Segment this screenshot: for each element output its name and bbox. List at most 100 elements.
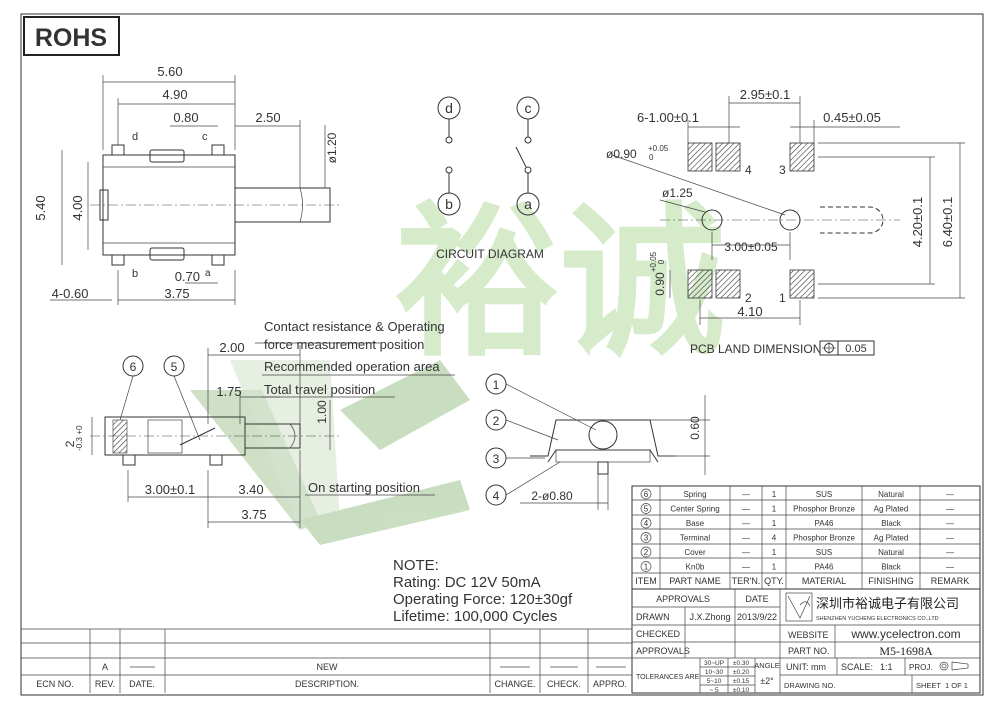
tb-sheet-val: 1 OF 1	[945, 681, 968, 690]
bom-cell-finishing: Black	[881, 519, 902, 528]
bom-cell-item: 1	[644, 563, 649, 572]
bom-item-circle	[640, 546, 652, 558]
callout-3: 3	[493, 452, 500, 466]
side-dim-375: 3.75	[241, 507, 266, 522]
section-dim-060: 0.60	[688, 416, 702, 440]
tb-proj: PROJ.	[909, 663, 933, 672]
pcb-dim-420: 4.20±0.1	[910, 197, 925, 248]
note-contact-1: Contact resistance & Operating	[264, 319, 445, 334]
sheet-border	[20, 13, 984, 696]
bom-item-circle	[640, 488, 652, 500]
bom-cell-material: PA46	[815, 519, 835, 528]
bom-cell-item: 2	[644, 548, 649, 557]
bom-header-row: ITEM PART NAME TER'N. QTY. MATERIAL FINI…	[635, 576, 969, 586]
side-view	[90, 342, 455, 528]
pad-4: 4	[745, 163, 752, 177]
side-dim-2-tol: +0	[75, 425, 84, 435]
bom-cell-name: Terminal	[680, 534, 710, 543]
dim-490: 4.90	[162, 87, 187, 102]
label-d: d	[132, 131, 138, 143]
bom-cell-remark: —	[946, 548, 954, 557]
tb-company-cn: 深圳市裕诚电子有限公司	[816, 596, 959, 612]
tb-unit: UNIT: mm	[786, 662, 826, 672]
bom-item-circle	[640, 561, 652, 572]
section-view	[485, 373, 710, 510]
bom-cell-name: Cover	[684, 548, 706, 557]
side-dim-175: 1.75	[216, 384, 241, 399]
note-recommended: Recommended operation area	[264, 359, 440, 374]
bom-item-circle	[640, 532, 652, 543]
bom-cell-material: PA46	[815, 563, 835, 572]
tb-website: www.ycelectron.com	[850, 627, 960, 641]
pcb-dim-6100: 6-1.00±0.1	[637, 110, 699, 125]
rev-h-ecn: ECN NO.	[36, 679, 74, 689]
circuit-a: a	[524, 196, 532, 212]
tb-scale: SCALE:	[841, 662, 873, 672]
dim-400: 4.00	[70, 195, 85, 220]
tb-tolerances: TOLERANCES ARE	[636, 674, 700, 681]
bom-cell-tern: —	[742, 505, 750, 514]
callout-6: 6	[130, 360, 137, 374]
side-dim-200: 2.00	[219, 340, 244, 355]
side-dim-2: 2	[63, 440, 77, 447]
bom-cell-qty: 1	[772, 548, 777, 557]
tb-sheet: SHEET	[916, 681, 941, 690]
bom-h-finishing: FINISHING	[868, 576, 914, 586]
dim-375: 3.75	[164, 286, 189, 301]
note-rating: Rating: DC 12V 50mA	[393, 574, 541, 591]
pcb-dim-410: 4.10	[737, 304, 762, 319]
circuit-title: CIRCUIT DIAGRAM	[436, 247, 544, 261]
pad-1: 1	[779, 291, 786, 305]
bom-cell-qty: 1	[772, 490, 777, 499]
pcb-dim-640: 6.40±0.1	[940, 197, 955, 248]
tol-range: 30~UP	[704, 660, 724, 667]
pcb-dim-090: ø0.90	[606, 147, 637, 161]
rev-h-appro: APPRO.	[593, 679, 627, 689]
bom-item-circle	[640, 503, 652, 514]
dim-080: 0.80	[173, 110, 198, 125]
bom-cell-name: Kn0b	[686, 563, 705, 572]
pcb-dim-090v: 0.90	[653, 272, 667, 296]
bom-cell-name: Base	[686, 519, 705, 528]
tol-value: ±0.30	[733, 660, 750, 667]
bom-h-name: PART NAME	[669, 576, 721, 586]
tol-value: ±0.15	[733, 678, 750, 685]
rev-h-rev: REV.	[95, 679, 115, 689]
tb-approvals2: APPROVALS	[636, 646, 690, 656]
tb-drawn-by: J.X.Zhong	[689, 612, 730, 622]
rohs-label: ROHS	[35, 24, 107, 52]
bom-h-item: ITEM	[635, 576, 657, 586]
tol-range: 10~30	[705, 669, 724, 676]
bom-cell-remark: —	[946, 563, 954, 572]
callout-2: 2	[493, 414, 500, 428]
bom-cell-item: 4	[644, 519, 649, 528]
tb-part-no-label: PART NO.	[788, 646, 830, 656]
rev-h-check: CHECK.	[547, 679, 581, 689]
tb-part-no: M5-1698A	[879, 644, 933, 658]
tb-drawn-date: 2013/9/22	[737, 612, 777, 622]
bom-cell-qty: 1	[772, 563, 777, 572]
bom-cell-tern: —	[742, 548, 750, 557]
pcb-land-pattern	[611, 96, 965, 356]
bom-cell-tern: —	[742, 490, 750, 499]
pad-3: 3	[779, 163, 786, 177]
watermark-text: 裕诚	[395, 187, 725, 379]
bom-h-material: MATERIAL	[802, 576, 846, 586]
circuit-d: d	[445, 100, 453, 116]
note-total-travel: Total travel position	[264, 382, 375, 397]
bom-cell-remark: —	[946, 519, 954, 528]
rev-h-description: DESCRIPTION.	[295, 679, 359, 689]
dim-4060: 4-0.60	[52, 286, 89, 301]
bom-cell-tern: —	[742, 519, 750, 528]
bom-cell-name: Spring	[683, 490, 706, 499]
bom-cell-qty: 1	[772, 505, 777, 514]
bom-h-tern: TER'N.	[732, 576, 761, 586]
revision-table	[21, 628, 632, 693]
tb-date: DATE	[745, 594, 768, 604]
circuit-b: b	[445, 196, 453, 212]
pcb-dim-300: 3.00±0.05	[724, 240, 778, 254]
